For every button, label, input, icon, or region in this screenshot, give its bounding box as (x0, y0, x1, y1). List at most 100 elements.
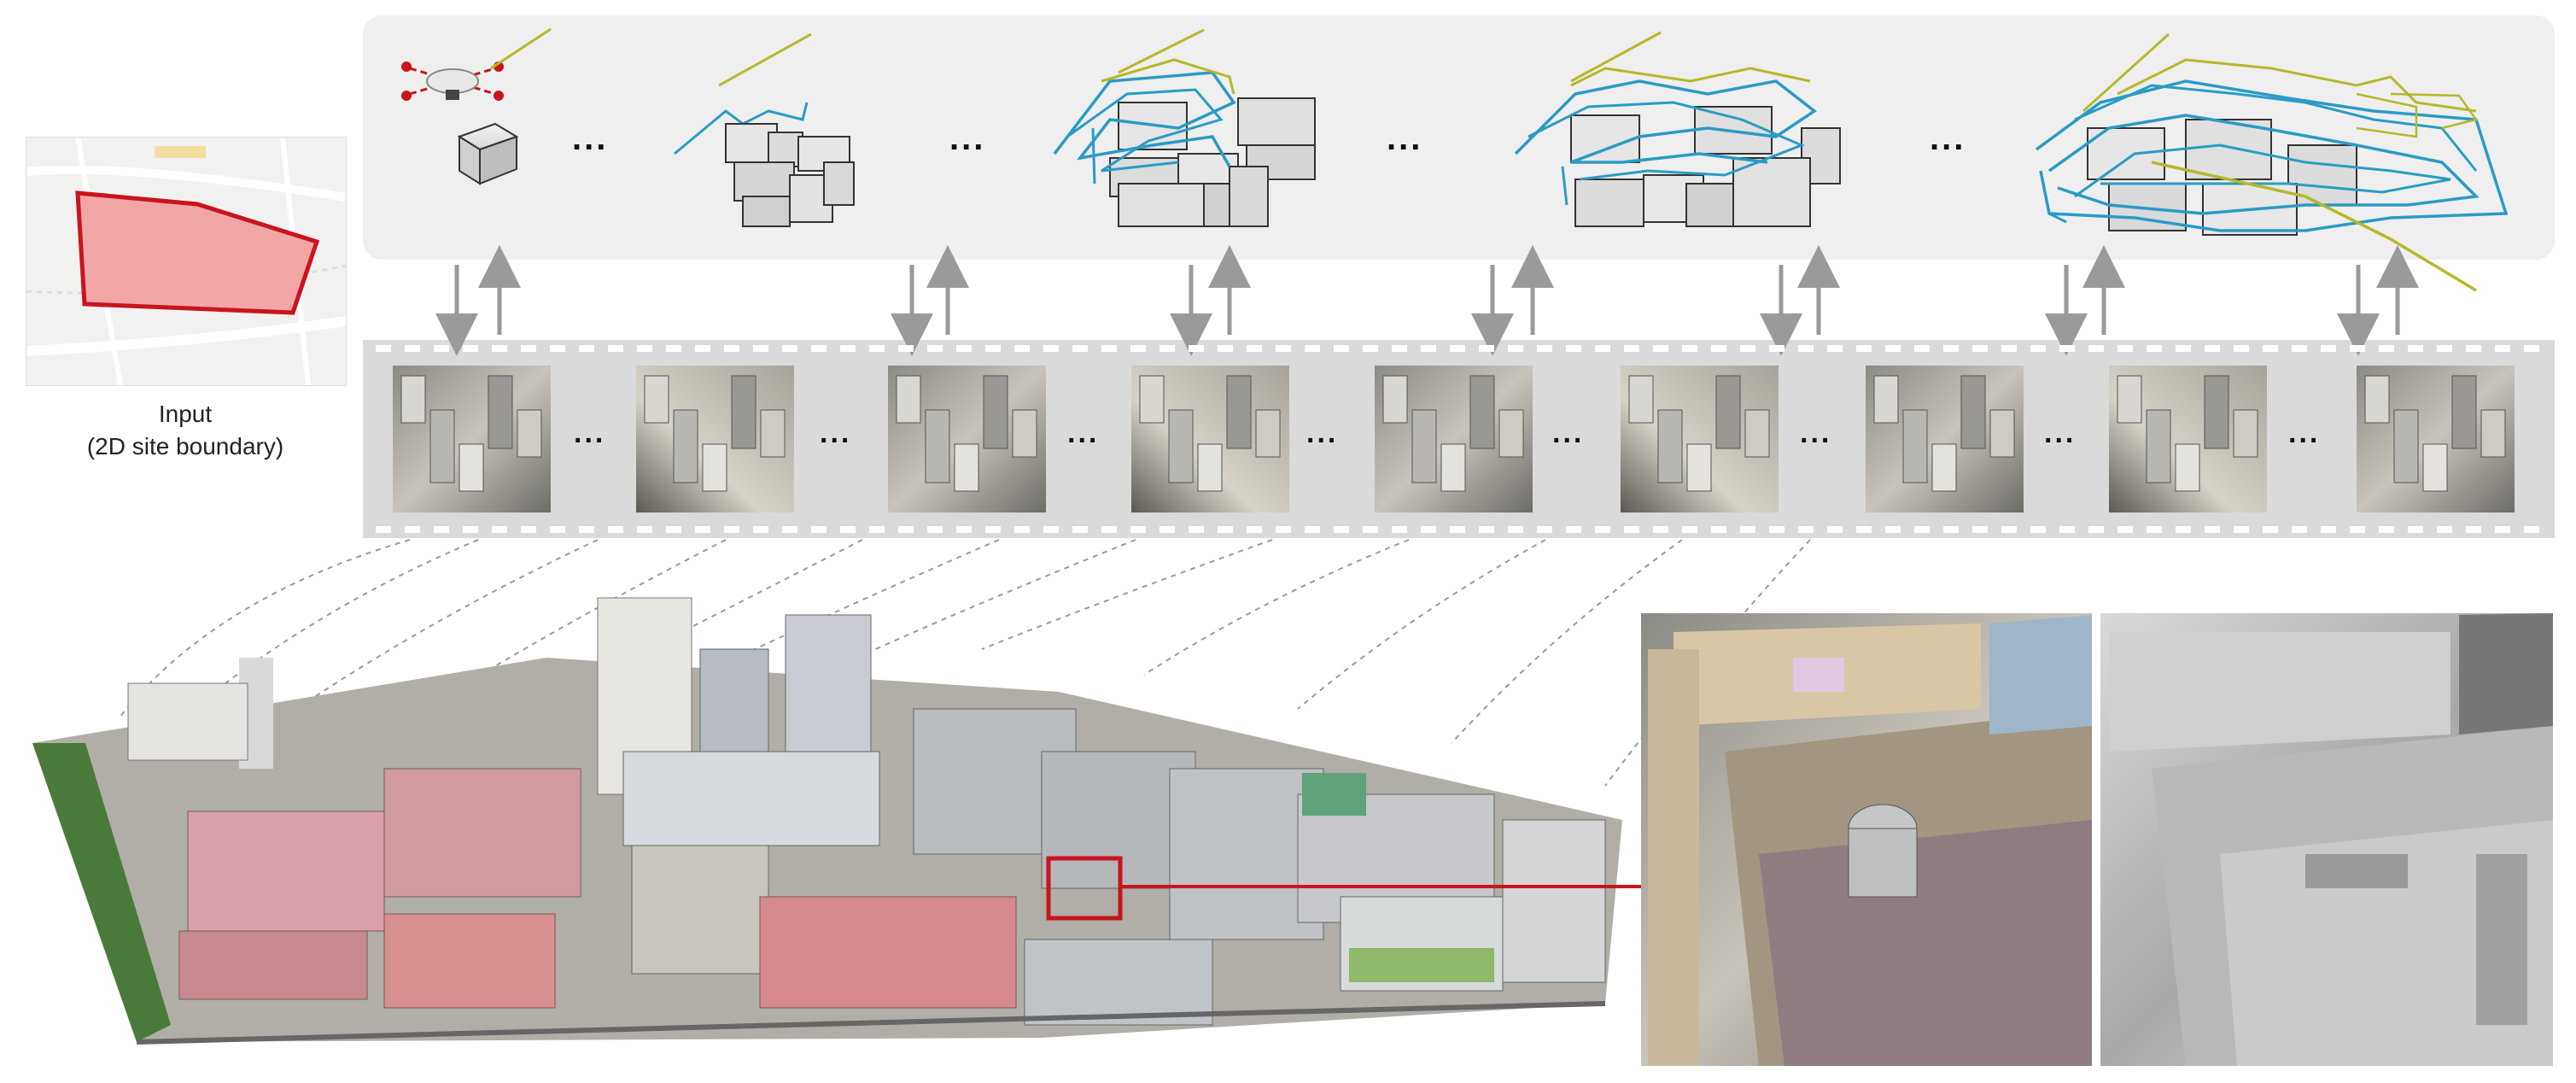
sprocket-hole (1305, 345, 1320, 352)
flight-path-stage-2 (674, 32, 855, 227)
sprocket-hole (1972, 526, 1988, 533)
ellipsis-film-6: ... (1800, 417, 1832, 449)
sprocket-hole (898, 345, 914, 352)
sprocket-hole (753, 345, 768, 352)
flight-path-stage-5 (2035, 32, 2509, 292)
sprocket-hole (2001, 526, 2017, 533)
sprocket-hole (1769, 526, 1785, 533)
sprocket-hole (753, 526, 768, 533)
sprocket-hole (2408, 526, 2423, 533)
mesh-reconstruction-view (2100, 613, 2553, 1066)
sprocket-hole (1305, 526, 1320, 533)
sprocket-hole (1943, 526, 1959, 533)
sprocket-hole (811, 345, 827, 352)
sprocket-hole (1624, 345, 1639, 352)
sprocket-hole (1392, 526, 1407, 533)
sprocket-hole (1537, 526, 1552, 533)
sprocket-hole (927, 345, 943, 352)
ellipsis-film-4: ... (1306, 417, 1339, 449)
sprocket-hole (1798, 345, 1814, 352)
sprocket-hole (1711, 526, 1726, 533)
sprocket-hole (1159, 345, 1175, 352)
sprocket-hole (2321, 526, 2336, 533)
sprocket-hole (2379, 345, 2394, 352)
sprocket-hole (1537, 345, 1552, 352)
sprocket-hole (550, 345, 565, 352)
sprocket-hole (869, 526, 885, 533)
zoomed-photo-view (1641, 613, 2092, 1066)
sprocket-hole (2466, 345, 2481, 352)
sprocket-hole (434, 345, 449, 352)
captured-frame (888, 366, 1046, 512)
sprocket-hole (1218, 345, 1233, 352)
sprocket-hole (1276, 526, 1291, 533)
sprocket-hole (1421, 526, 1436, 533)
sprocket-hole (2466, 526, 2481, 533)
sprocket-hole (782, 345, 797, 352)
sprocket-hole (1885, 345, 1901, 352)
sprocket-hole (695, 345, 710, 352)
sprocket-hole (1130, 345, 1146, 352)
sprocket-hole (724, 526, 739, 533)
sprocket-hole (1914, 345, 1930, 352)
sprocket-hole (1189, 526, 1204, 533)
ellipsis-film-8: ... (2288, 417, 2321, 449)
sprocket-hole (1392, 345, 1407, 352)
sprocket-hole (2524, 526, 2539, 533)
sprocket-hole (1798, 526, 1814, 533)
sprocket-hole (1189, 345, 1204, 352)
captured-frame (393, 366, 551, 512)
sprocket-hole (2234, 526, 2249, 533)
sprocket-hole (1218, 526, 1233, 533)
sprocket-hole (463, 345, 478, 352)
ellipsis-film-5: ... (1552, 417, 1585, 449)
sprocket-hole (2205, 526, 2220, 533)
sprocket-hole (1334, 526, 1349, 533)
sprocket-hole (434, 526, 449, 533)
sprocket-hole (405, 345, 420, 352)
sprocket-hole (2321, 345, 2336, 352)
sprocket-hole (2001, 345, 2017, 352)
sprocket-hole (2292, 345, 2307, 352)
sprocket-hole (2350, 345, 2365, 352)
ellipsis-film-3: ... (1067, 417, 1100, 449)
input-caption-title: Input (158, 401, 213, 427)
sprocket-hole (1101, 526, 1117, 533)
captured-frame (1375, 366, 1533, 512)
sprocket-hole (579, 345, 594, 352)
sprocket-hole (2147, 345, 2162, 352)
sprocket-hole (1769, 345, 1785, 352)
sprocket-hole (1740, 526, 1755, 533)
sprocket-hole (927, 526, 943, 533)
sprocket-hole (1072, 345, 1088, 352)
arrows-row (435, 245, 2419, 356)
sprocket-hole (463, 526, 478, 533)
sprocket-hole (1508, 345, 1523, 352)
sprocket-hole (1943, 345, 1959, 352)
sprocket-hole (376, 345, 391, 352)
sprocket-hole (608, 526, 623, 533)
sprocket-hole (1014, 526, 1030, 533)
sprocket-hole (724, 345, 739, 352)
sprocket-hole (2117, 526, 2133, 533)
sprocket-hole (2088, 526, 2104, 533)
captured-frame (1866, 366, 2024, 512)
sprocket-hole (956, 345, 972, 352)
sprocket-hole (1014, 345, 1030, 352)
sprocket-hole (1421, 345, 1436, 352)
ellipsis-film-1: ... (574, 417, 606, 449)
sprocket-hole (1682, 345, 1697, 352)
sprocket-hole (2495, 526, 2510, 533)
sprocket-hole (2292, 526, 2307, 533)
sprocket-hole (1479, 526, 1494, 533)
sprocket-hole (1363, 526, 1378, 533)
sprocket-hole (1595, 345, 1610, 352)
sprocket-hole (1653, 345, 1668, 352)
sprocket-hole (1740, 345, 1755, 352)
sprocket-hole (2234, 345, 2249, 352)
sprocket-hole (2176, 526, 2191, 533)
sprocket-hole (2524, 345, 2539, 352)
sprocket-hole (1508, 526, 1523, 533)
sprocket-hole (2030, 526, 2046, 533)
